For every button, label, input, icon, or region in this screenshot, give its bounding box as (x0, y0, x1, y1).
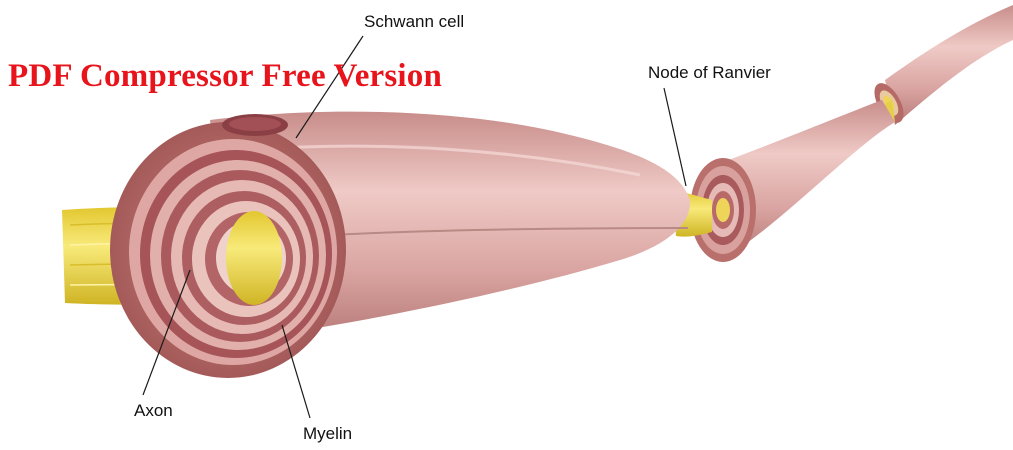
node-of-ranvier-label: Node of Ranvier (648, 63, 771, 83)
node-of-ranvier-leader (664, 88, 686, 186)
schwann-cell-nucleus-highlight (229, 117, 281, 131)
middle-segment (690, 100, 895, 262)
myelin-label: Myelin (303, 424, 352, 444)
myelin-cross-section (110, 122, 346, 378)
watermark-text: PDF Compressor Free Version (8, 58, 442, 95)
axon-label: Axon (134, 401, 173, 421)
schwann-cell-label: Schwann cell (364, 12, 464, 32)
